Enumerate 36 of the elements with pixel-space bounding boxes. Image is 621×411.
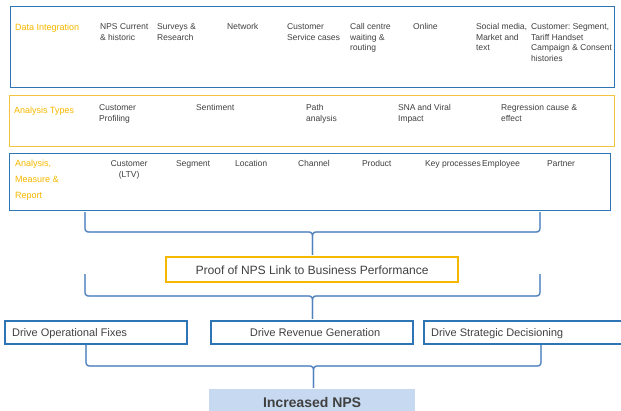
item-label: Customer (LTV)	[110, 158, 148, 179]
item-label: NPS Current & historic	[100, 21, 150, 42]
item-label: Channel	[298, 158, 331, 168]
box-label: Drive Revenue Generation	[248, 326, 382, 340]
item-label: Surveys & Research	[157, 21, 197, 42]
box-label: Proof of NPS Link to Business Performance	[194, 262, 430, 278]
item-label: Location	[235, 158, 268, 168]
item-label: Call centre waiting & routing	[350, 21, 392, 52]
layer-band	[9, 153, 611, 211]
item-label: Online	[413, 21, 439, 32]
outcome-box	[210, 320, 414, 345]
item-label: Regression cause & effect	[501, 102, 578, 123]
outcome-box	[4, 320, 188, 345]
proof-box	[165, 256, 459, 283]
item-label: Customer Profiling	[99, 102, 137, 123]
layer-heading: Data Integration	[15, 21, 80, 34]
layer-heading: Analysis Types	[14, 104, 75, 117]
item-label: Segment	[176, 158, 212, 168]
item-label: Network	[227, 21, 260, 32]
item-label: Path analysis	[306, 102, 338, 123]
item-label: Partner	[547, 158, 576, 168]
item-label: Sentiment	[196, 102, 236, 112]
item-label: Employee	[482, 158, 521, 168]
item-label: SNA and Viral Impact	[398, 102, 452, 123]
outcome-box	[423, 320, 621, 345]
box-label: Drive Operational Fixes	[11, 326, 128, 340]
item-label: Product	[362, 158, 392, 168]
box-label: Drive Strategic Decisioning	[430, 326, 564, 340]
result-box	[209, 389, 415, 411]
item-label: Customer: Segment, Tariff Handset Campaign & Consent histories	[531, 21, 613, 63]
layer-band	[10, 6, 615, 88]
item-label: Social media, Market and text	[476, 21, 528, 52]
result-title: Increased NPS	[262, 393, 362, 411]
layer-heading: Analysis, Measure & Report	[15, 157, 60, 202]
item-label: Customer Service cases	[287, 21, 341, 42]
layer-band	[9, 95, 615, 147]
